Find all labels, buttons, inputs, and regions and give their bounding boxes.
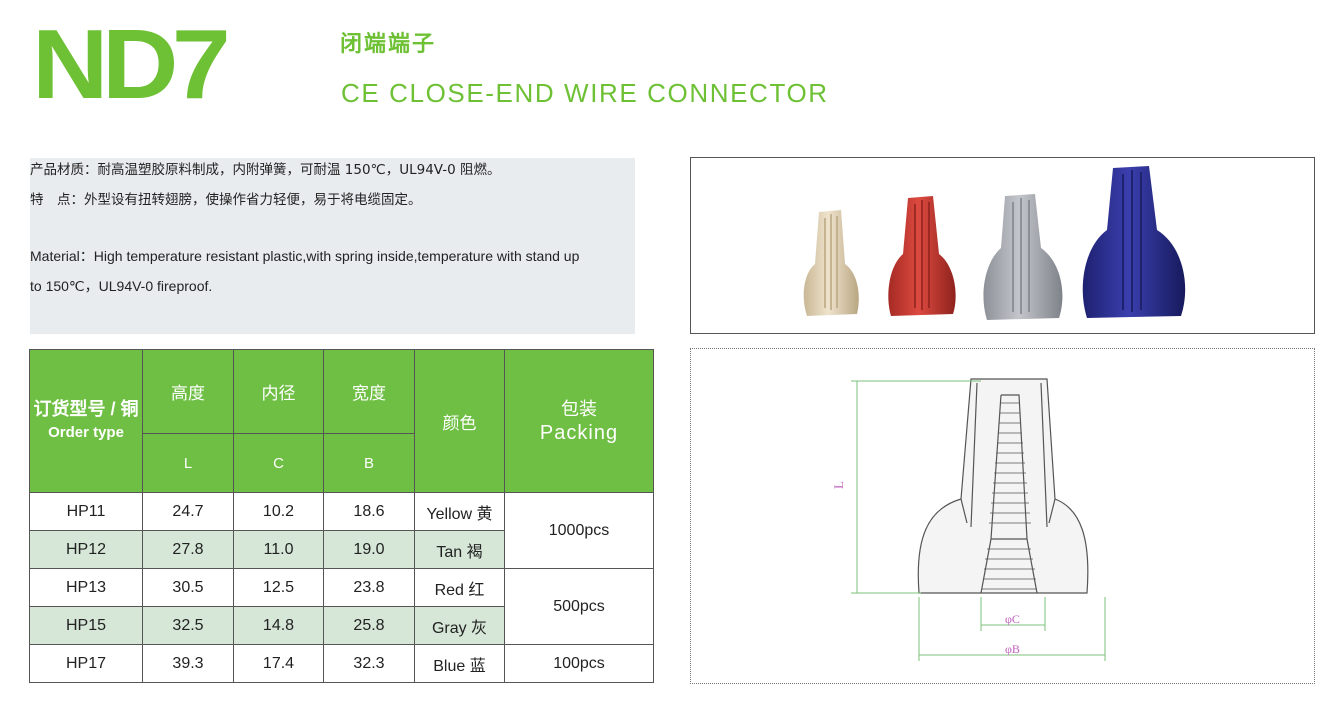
material-cn-text: 产品材质：耐高温塑胶原料制成，内附弹簧，可耐温 150℃，UL94V-0 阻燃。 (30, 162, 501, 178)
cell-color: Tan 褐 (414, 530, 505, 569)
cell-type: HP12 (29, 530, 143, 569)
description-panel: 产品材质：耐高温塑胶原料制成，内附弹簧，可耐温 150℃，UL94V-0 阻燃。… (30, 158, 635, 334)
cell-b: 23.8 (323, 568, 415, 607)
spring-hatching (982, 402, 1037, 590)
feature-cn-text: 特 点：外型设有扭转翅膀，使操作省力轻便，易于将电缆固定。 (30, 192, 422, 208)
connector-drawing-svg: L φC φB (831, 378, 1106, 661)
header-sub-l: L (142, 433, 234, 493)
table-row: HP12 27.8 11.0 19.0 Tan 褐 (29, 530, 654, 569)
cell-l: 24.7 (142, 492, 234, 531)
table-row: HP13 30.5 12.5 23.8 Red 红 500pcs (29, 568, 654, 645)
connector-gray-icon (983, 194, 1063, 320)
header-packing-en: Packing (539, 422, 619, 444)
table-row: HP11 24.7 10.2 18.6 Yellow 黄 1000pcs (29, 492, 654, 569)
connector-tan-icon (803, 210, 859, 316)
table-row: HP17 39.3 17.4 32.3 Blue 蓝 100pcs (29, 644, 654, 683)
material-en-text-2: to 150℃，UL94V-0 fireproof. (30, 278, 213, 294)
header-packing-cn: 包装 (561, 399, 597, 419)
cell-packing: 1000pcs (504, 492, 654, 569)
cell-c: 14.8 (233, 606, 324, 645)
drawing-outline (917, 378, 1089, 594)
logo: ND7 (32, 9, 231, 119)
cell-c: 11.0 (233, 530, 324, 569)
dimension-c-label: φC (1005, 612, 1020, 626)
dimension-lines (851, 380, 1106, 661)
cell-l: 30.5 (142, 568, 234, 607)
material-en-text-1: Material：High temperature resistant plas… (30, 248, 580, 264)
table-row: HP15 32.5 14.8 25.8 Gray 灰 (29, 606, 654, 645)
header-sub-b: B (323, 433, 415, 493)
cell-type: HP13 (29, 568, 143, 607)
cell-c: 10.2 (233, 492, 324, 531)
cell-b: 32.3 (323, 644, 415, 683)
cell-b: 18.6 (323, 492, 415, 531)
connector-blue-icon (1082, 166, 1186, 318)
cell-packing: 100pcs (504, 644, 654, 683)
product-photo (690, 157, 1315, 334)
header-inner-diameter: 内径 (233, 349, 324, 434)
cell-color: Blue 蓝 (414, 644, 505, 683)
dimension-l-label: L (831, 481, 846, 489)
cell-b: 19.0 (323, 530, 415, 569)
cell-c: 17.4 (233, 644, 324, 683)
header-order-type-en: Order type (48, 424, 124, 441)
cell-c: 12.5 (233, 568, 324, 607)
dimension-b-label: φB (1005, 642, 1020, 656)
cell-color: Red 红 (414, 568, 505, 607)
header-color: 颜色 (414, 349, 505, 493)
cell-l: 39.3 (142, 644, 234, 683)
spec-table: 订货型号 / 铜 Order type 高度 内径 宽度 颜色 包装 Packi… (29, 349, 654, 683)
product-title-cn: 闭端端子 (340, 32, 437, 57)
header-sub-c: C (233, 433, 324, 493)
technical-drawing: L φC φB (690, 348, 1315, 684)
cell-color: Gray 灰 (414, 606, 505, 645)
cell-type: HP15 (29, 606, 143, 645)
header-width: 宽度 (323, 349, 415, 434)
cell-packing: 500pcs (504, 568, 654, 645)
header-height: 高度 (142, 349, 234, 434)
cell-l: 27.8 (142, 530, 234, 569)
cell-color: Yellow 黄 (414, 492, 505, 531)
connector-red-icon (888, 196, 956, 316)
cell-type: HP17 (29, 644, 143, 683)
header-packing: 包装 Packing (504, 349, 654, 493)
product-title-en: CE CLOSE-END WIRE CONNECTOR (341, 78, 829, 108)
header-order-type: 订货型号 / 铜 Order type (29, 349, 143, 493)
connector-photo-svg (803, 166, 1186, 320)
cell-b: 25.8 (323, 606, 415, 645)
cell-type: HP11 (29, 492, 143, 531)
cell-l: 32.5 (142, 606, 234, 645)
header-order-type-cn: 订货型号 / 铜 (33, 399, 139, 419)
